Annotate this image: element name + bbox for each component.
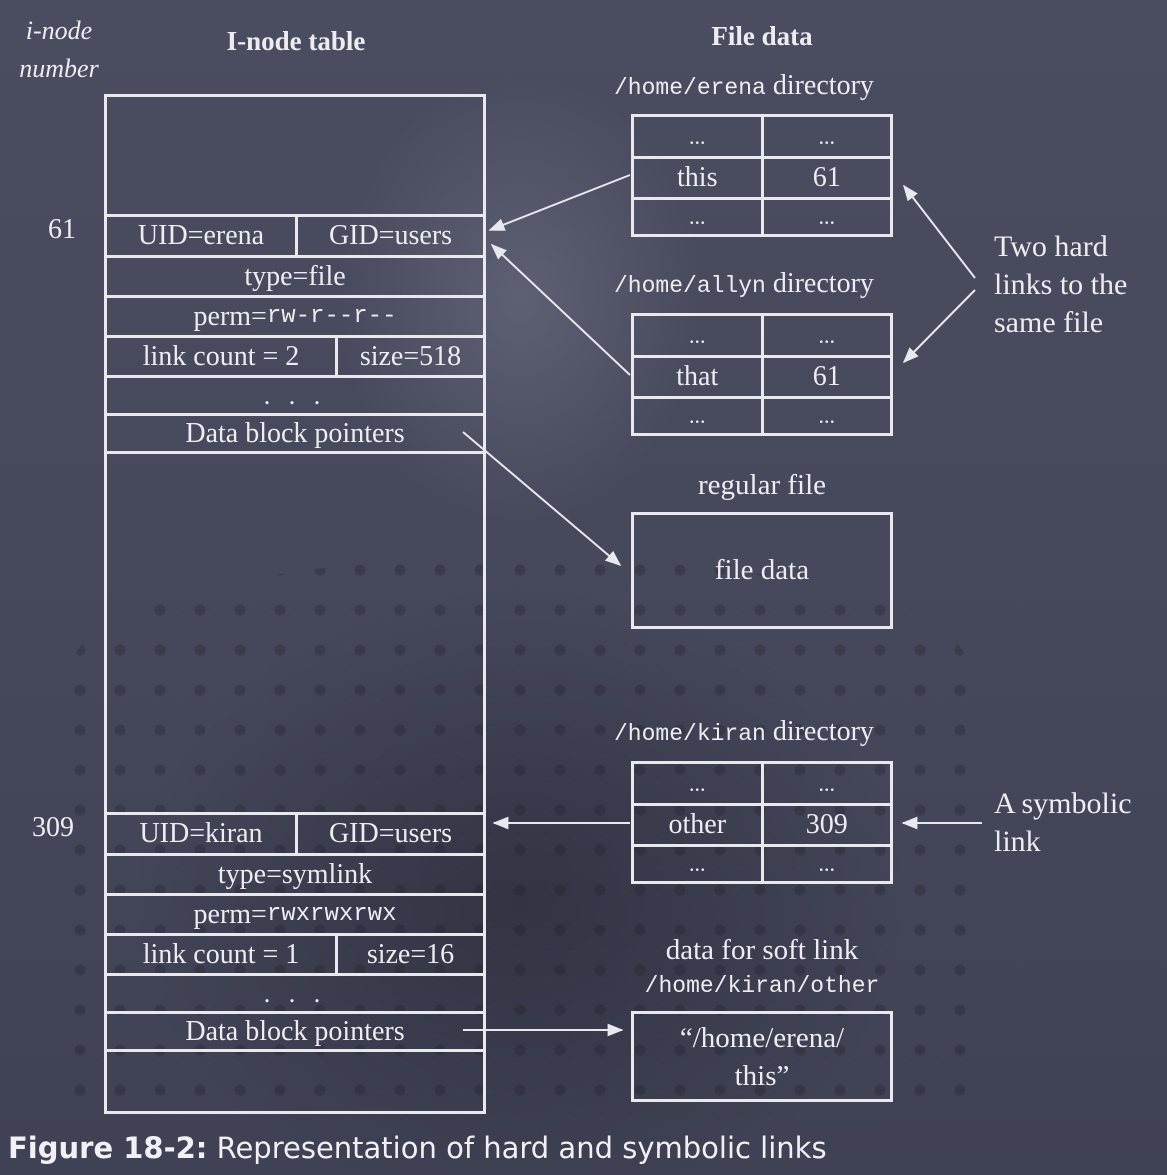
inode61-pointers: Data block pointers [107,413,483,454]
inode309-link-count: link count = 1 [142,938,300,970]
inode309-uid: UID=kiran [139,818,263,849]
inode-number-header-line1: i-node [25,16,93,45]
hard-links-note-line: Two hard [994,230,1108,263]
dir-kiran-suffix: directory [765,716,874,747]
dir-kiran-cell: ... [760,764,891,803]
inode61-uid: UID=erena [137,220,265,251]
dir-erena-row: ... ... [634,197,890,234]
inode309-count-row: link count = 1 size=16 [107,933,483,973]
inode61-ellipsis: . . . [107,375,483,413]
regular-file-label: regular file [697,469,826,501]
inode-number-header-line2: number [19,54,99,83]
dir-allyn-entry-inode: 61 [760,358,891,396]
inode309-perm-value: rwxrwxrwx [266,901,397,928]
dir-allyn-cell: ... [760,399,891,433]
dir-kiran-entry-inode: 309 [760,806,891,844]
arrow-pointers-to-file-data [462,431,622,567]
inode-number-309: 309 [32,812,74,843]
dir-kiran-path: /home/kiran [614,721,766,747]
symbolic-link-note: A symbolic link [994,785,1132,861]
hard-links-note: Two hard links to the same file [994,228,1127,342]
figure-caption-number: Figure 18-2: [8,1131,208,1165]
figure-caption-text: Representation of hard and symbolic link… [207,1131,827,1165]
regular-file-content: file data [714,554,810,586]
dir-erena-cell: ... [760,200,891,234]
dir-erena-table: ... ... this 61 ... ... [631,114,893,237]
dir-allyn-cell: ... [689,403,706,428]
regular-file-box: file data [631,512,893,629]
inode61-owner-row: UID=erena GID=users [107,214,483,255]
dir-allyn-row-that: that 61 [634,355,890,396]
dir-erena-row: ... ... [634,117,890,156]
symbolic-link-note-line: A symbolic [994,787,1132,820]
file-data-title: File data [711,21,813,51]
inode309-owner-row: UID=kiran GID=users [107,812,483,853]
dir-erena-entry-name: this [677,162,718,193]
hard-links-note-line: same file [994,306,1104,339]
soft-link-content-line2: this” [734,1059,790,1092]
dir-allyn-path: /home/allyn [614,273,766,299]
dir-erena-cell: ... [689,204,706,229]
inode61-count-row: link count = 2 size=518 [107,335,483,375]
dir-allyn-row: ... ... [634,316,890,355]
dir-kiran-cell: ... [689,851,706,876]
dir-allyn-table: ... ... that 61 ... ... [631,313,893,436]
arrow-note-to-erena [903,184,976,279]
inode309-pointers: Data block pointers [107,1011,483,1052]
inode61-perm-label: perm= [193,300,267,332]
dir-erena-row-this: this 61 [634,156,890,197]
inode61-type: type=file [107,255,483,295]
inode61-perm: perm=rw-r--r-- [107,295,483,335]
inode309-size: size=16 [335,936,483,973]
inode61-size: size=518 [335,338,483,375]
inode309-perm-label: perm= [193,898,267,930]
figure-caption: Figure 18-2: Representation of hard and … [8,1131,827,1165]
dir-kiran-row-other: other 309 [634,803,890,844]
dir-allyn-cell: ... [689,322,706,348]
inode-table-title: I-node table [226,26,366,56]
dir-allyn-row: ... ... [634,396,890,433]
dir-kiran-row: ... ... [634,764,890,803]
dir-erena-suffix: directory [765,70,874,101]
dir-allyn-entry-name: that [676,361,719,392]
dir-allyn-label: /home/allyn directory [614,268,874,300]
soft-link-content-line1: “/home/erena/ [679,1021,845,1054]
inode309-gid: GID=users [295,815,483,853]
arrow-note-to-allyn [902,289,976,364]
dir-kiran-cell: ... [689,770,706,796]
dir-allyn-cell: ... [760,316,891,355]
soft-link-box: “/home/erena/ this” [631,1011,893,1102]
dir-kiran-table: ... ... other 309 ... ... [631,761,893,884]
dir-erena-entry-inode: 61 [760,159,891,197]
inode309-perm: perm=rwxrwxrwx [107,893,483,933]
dir-allyn-suffix: directory [765,268,874,299]
soft-link-path: /home/kiran/other [644,973,880,999]
dir-erena-label: /home/erena directory [614,70,874,102]
hard-links-note-line: links to the [994,268,1128,301]
inode-table: UID=erena GID=users type=file perm=rw-r-… [104,94,486,1114]
soft-link-label: data for soft link [665,934,859,966]
inode61-link-count: link count = 2 [142,340,300,372]
background-pattern [70,560,970,1120]
symbolic-link-note-line: link [994,825,1041,858]
dir-erena-cell: ... [760,117,891,156]
inode61-perm-value: rw-r--r-- [266,303,397,330]
dir-kiran-entry-name: other [668,809,727,840]
inode61-gid: GID=users [295,217,483,255]
inode309-type: type=symlink [107,853,483,893]
inode309-ellipsis: . . . [107,973,483,1011]
inode-number-61: 61 [48,214,76,245]
arrow-that-to-inode61 [490,243,631,376]
dir-erena-cell: ... [689,123,706,149]
dir-erena-path: /home/erena [614,75,766,101]
dir-kiran-cell: ... [760,847,891,881]
dir-kiran-label: /home/kiran directory [614,716,874,748]
arrow-this-to-inode61 [488,174,631,231]
dir-kiran-row: ... ... [634,844,890,881]
inode-number-header: i-node number [4,12,114,88]
